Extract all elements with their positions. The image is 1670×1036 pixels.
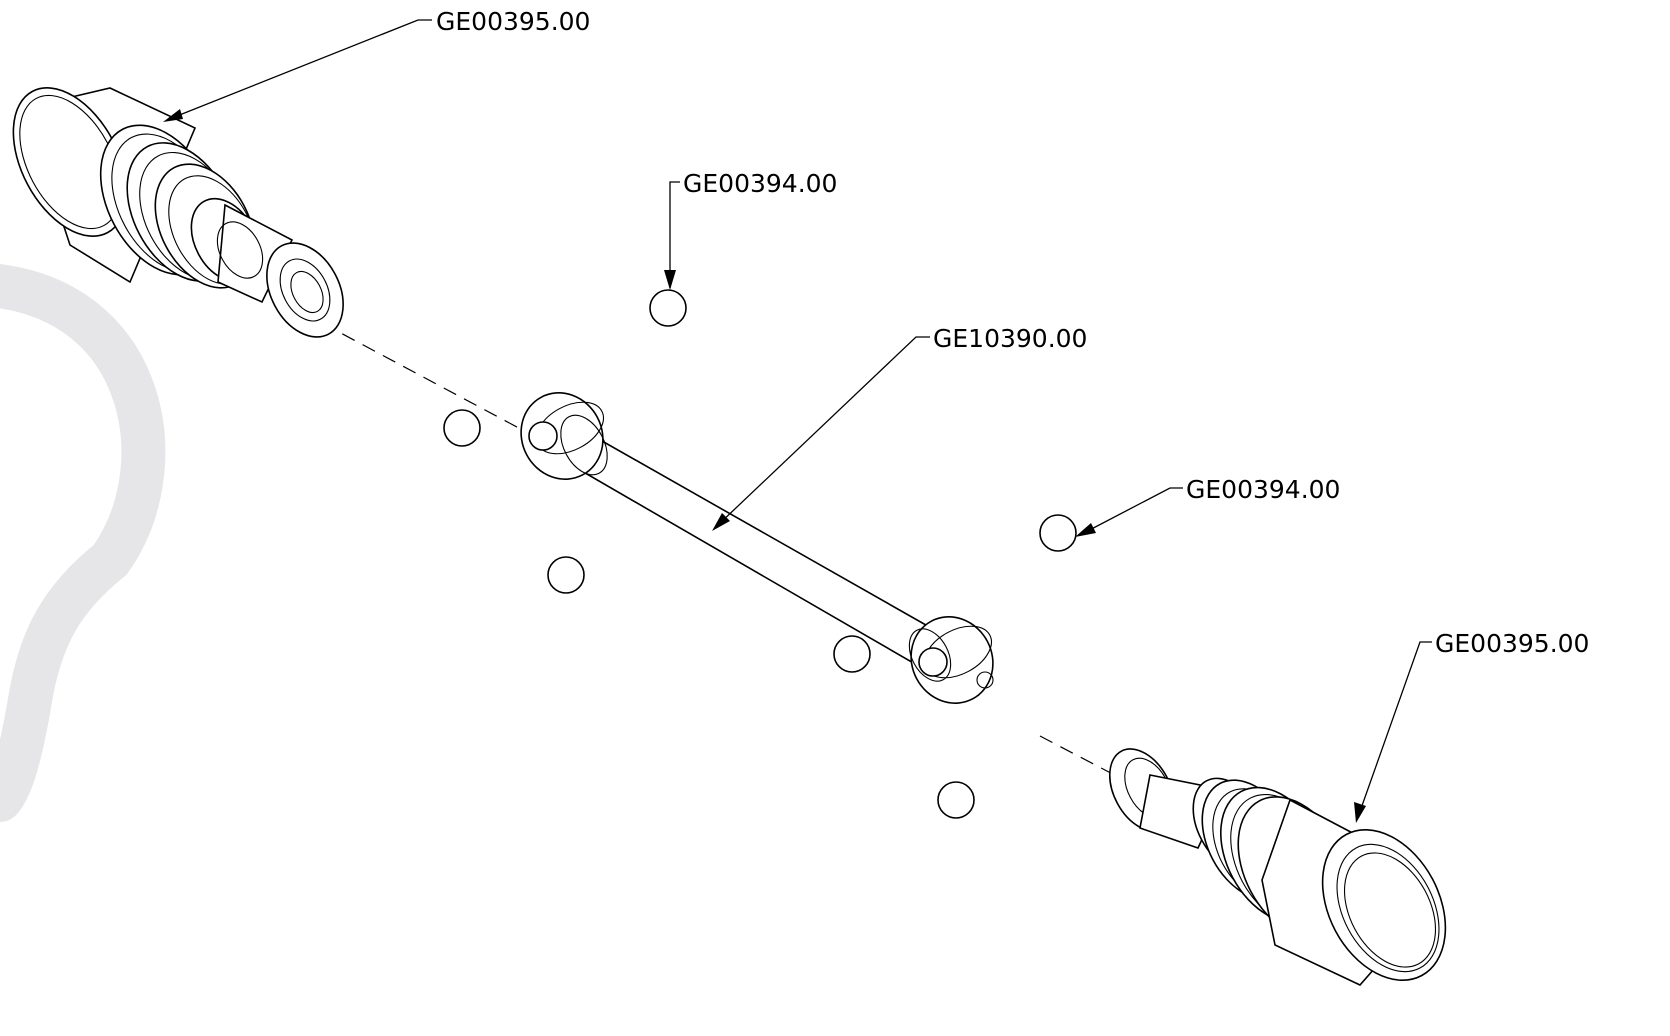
ball-1: [649, 289, 687, 327]
callout-ball-right: GE00394.00: [1075, 475, 1340, 537]
callout-ball-top: GE00394.00: [664, 169, 837, 290]
callout-cup-bottom-right: GE00395.00: [1354, 629, 1589, 823]
ball-2: [443, 409, 481, 447]
callout-label: GE00394.00: [683, 169, 837, 198]
shaft-part: [520, 392, 994, 704]
ball-3: [547, 556, 585, 594]
callout-label: GE00395.00: [1435, 629, 1589, 658]
cup-part-bottom-right: [1108, 748, 1447, 986]
ball-4: [1039, 514, 1077, 552]
callout-label: GE00395.00: [436, 7, 590, 36]
callout-shaft: GE10390.00: [712, 324, 1087, 531]
callout-label: GE10390.00: [933, 324, 1087, 353]
ball-5: [833, 635, 871, 673]
ball-parts: [443, 289, 1077, 819]
cup-part-top-left: [12, 87, 344, 338]
callout-cup-top-left: GE00395.00: [163, 7, 590, 122]
callout-label: GE00394.00: [1186, 475, 1340, 504]
ball-6: [937, 781, 975, 819]
background-watermark: [0, 264, 166, 822]
